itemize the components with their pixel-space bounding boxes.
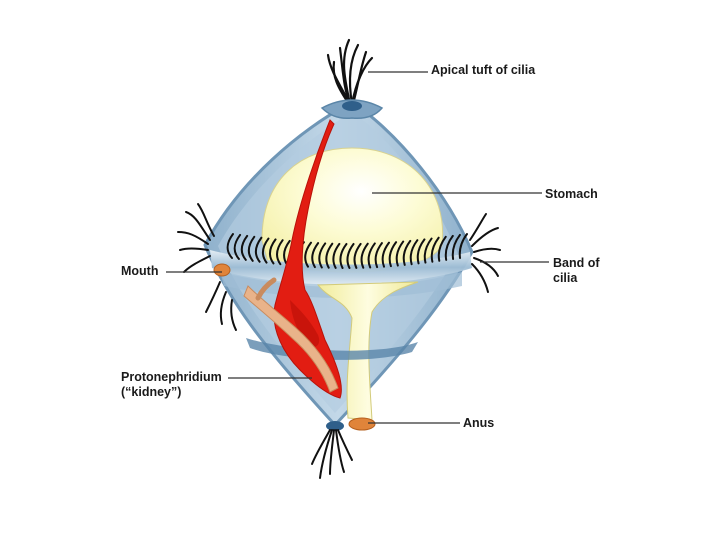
cilium [451, 233, 461, 260]
cilium [360, 242, 369, 269]
label-band-line2: cilia [553, 271, 578, 285]
cilium [247, 235, 256, 262]
cilium [339, 242, 348, 269]
cilium [395, 240, 405, 267]
label-mouth: Mouth [121, 264, 159, 278]
posterior-tuft [311, 429, 353, 479]
label-band-of-cilia: Band of cilia [553, 256, 600, 286]
cilium [233, 233, 242, 260]
cilium [261, 237, 270, 264]
lateral-tufts [177, 203, 501, 331]
label-protonephridium: Protonephridium (“kidney”) [121, 370, 222, 400]
label-stomach: Stomach [545, 187, 598, 201]
label-proto-line1: Protonephridium [121, 370, 222, 384]
cilium [240, 234, 249, 261]
anus [348, 417, 376, 431]
cilium [254, 236, 263, 263]
cilium [275, 239, 284, 266]
label-band-line1: Band of [553, 256, 600, 270]
cilium [423, 237, 433, 264]
cilium [311, 242, 320, 269]
cilium [304, 241, 312, 268]
cilium [388, 241, 398, 268]
cilium [353, 242, 362, 269]
leader-lines [166, 71, 549, 424]
cilium [409, 239, 419, 266]
label-anus: Anus [463, 416, 495, 430]
cilium [283, 239, 291, 266]
label-apical-tuft: Apical tuft of cilia [431, 63, 536, 77]
cilium [367, 242, 376, 269]
ciliary-band [210, 250, 472, 285]
cilium [402, 239, 412, 266]
cilium [268, 238, 277, 265]
gut-duct [243, 285, 339, 393]
cilium [346, 242, 355, 269]
cilium [430, 236, 440, 263]
cilium [332, 242, 341, 269]
mouth [213, 263, 231, 277]
cilium [374, 242, 383, 269]
cilium [444, 234, 454, 261]
cilium [416, 238, 426, 265]
cilium [458, 233, 468, 259]
cilium [226, 233, 234, 259]
cilium [437, 235, 447, 262]
cilium [318, 242, 327, 269]
label-proto-line2: (“kidney”) [121, 385, 182, 399]
cilium [325, 242, 334, 269]
apical-tuft [326, 38, 374, 106]
cilium [381, 241, 390, 268]
